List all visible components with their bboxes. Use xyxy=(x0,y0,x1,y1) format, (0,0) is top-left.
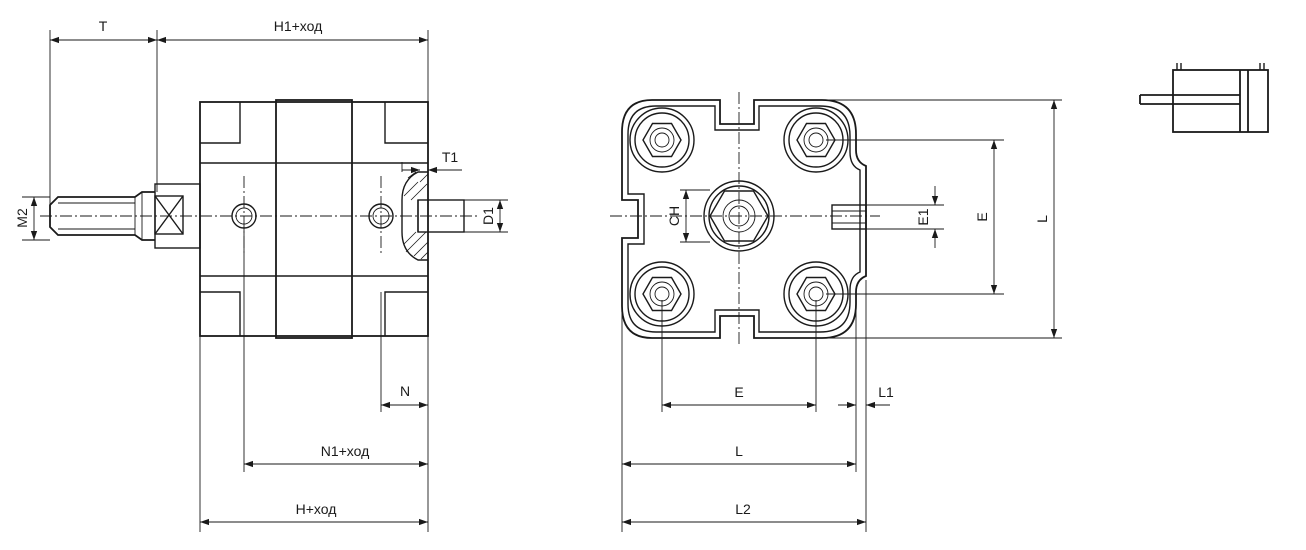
side-view: T H1+ход T1 M2 D1 N N1+ход H+ход xyxy=(14,18,508,532)
dim-CH: CH xyxy=(666,206,682,226)
cylinder-symbol xyxy=(1139,63,1269,133)
rod-end xyxy=(49,183,201,249)
dim-E1: E1 xyxy=(915,208,931,225)
cylinder-body xyxy=(199,101,429,337)
dim-D1: D1 xyxy=(480,207,496,225)
dim-L-horizontal: L xyxy=(735,443,743,459)
side-port xyxy=(831,204,867,230)
dim-N1: N1+ход xyxy=(321,443,370,459)
dim-T1: T1 xyxy=(442,149,459,165)
dim-T: T xyxy=(99,18,108,34)
front-view: CH E1 E L E L1 L L2 xyxy=(610,92,1062,532)
dim-H1: H1+ход xyxy=(274,18,323,34)
dim-L1: L1 xyxy=(878,384,894,400)
dim-H: H+ход xyxy=(296,501,337,517)
dim-E-vertical: E xyxy=(974,212,990,221)
dim-L-vertical: L xyxy=(1034,215,1050,223)
dim-E-horizontal: E xyxy=(734,384,743,400)
front-flange-outline xyxy=(621,99,867,339)
dim-N: N xyxy=(400,383,410,399)
barrel-band xyxy=(275,99,353,339)
dim-L2: L2 xyxy=(735,501,751,517)
dim-M2: M2 xyxy=(14,208,30,228)
bolt-top-left xyxy=(629,107,695,173)
